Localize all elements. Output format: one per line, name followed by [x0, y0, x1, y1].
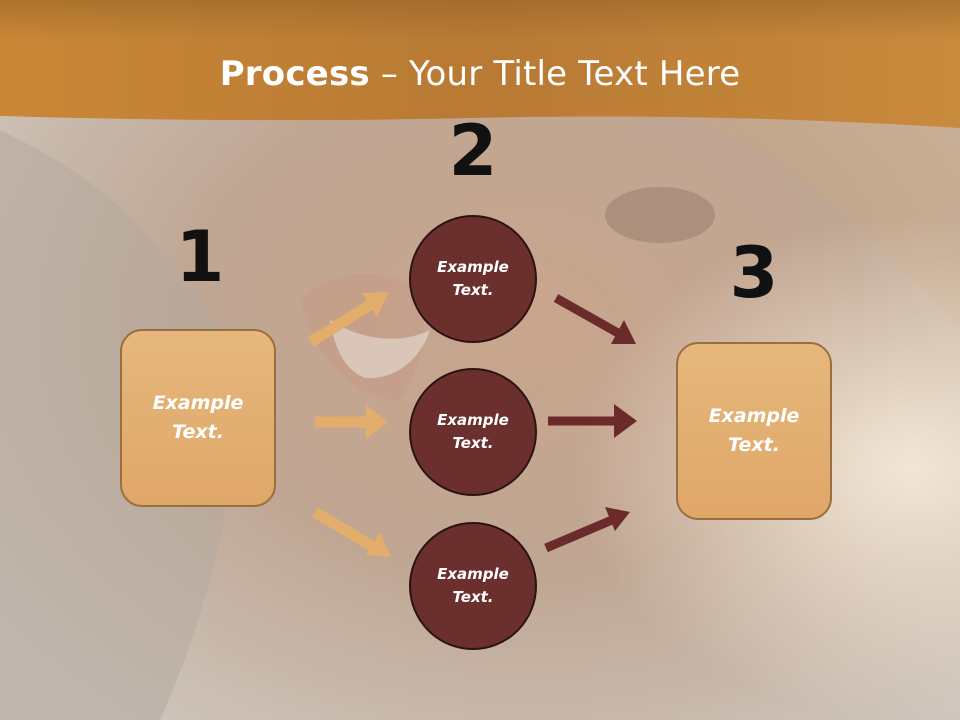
slide-title: Process – Your Title Text Here	[0, 52, 960, 96]
arrow-box-to-middle-circle	[315, 405, 388, 439]
arrow-bottom-circle-to-box	[544, 507, 630, 553]
step-number-3: 3	[729, 232, 779, 314]
title-bold-part: Process	[219, 54, 370, 94]
right-process-box: Example Text.	[676, 342, 832, 520]
arrow-box-to-top-circle	[308, 292, 389, 347]
middle-circle-label: Example Text.	[437, 411, 509, 452]
step-number-1: 1	[175, 216, 225, 298]
bottom-circle-label: Example Text.	[437, 565, 509, 606]
right-box-label: Example Text.	[708, 405, 800, 456]
arrow-box-to-bottom-circle	[312, 507, 391, 557]
left-box-label: Example Text.	[152, 392, 244, 443]
top-circle: Example Text.	[409, 215, 537, 343]
title-rest-part: – Your Title Text Here	[369, 54, 741, 94]
middle-circle: Example Text.	[409, 368, 537, 496]
arrow-top-circle-to-box	[553, 294, 636, 344]
left-process-box: Example Text.	[120, 329, 276, 507]
bottom-circle: Example Text.	[409, 522, 537, 650]
arrow-middle-circle-to-box	[548, 404, 637, 438]
step-number-2: 2	[448, 110, 498, 192]
top-circle-label: Example Text.	[437, 258, 509, 299]
